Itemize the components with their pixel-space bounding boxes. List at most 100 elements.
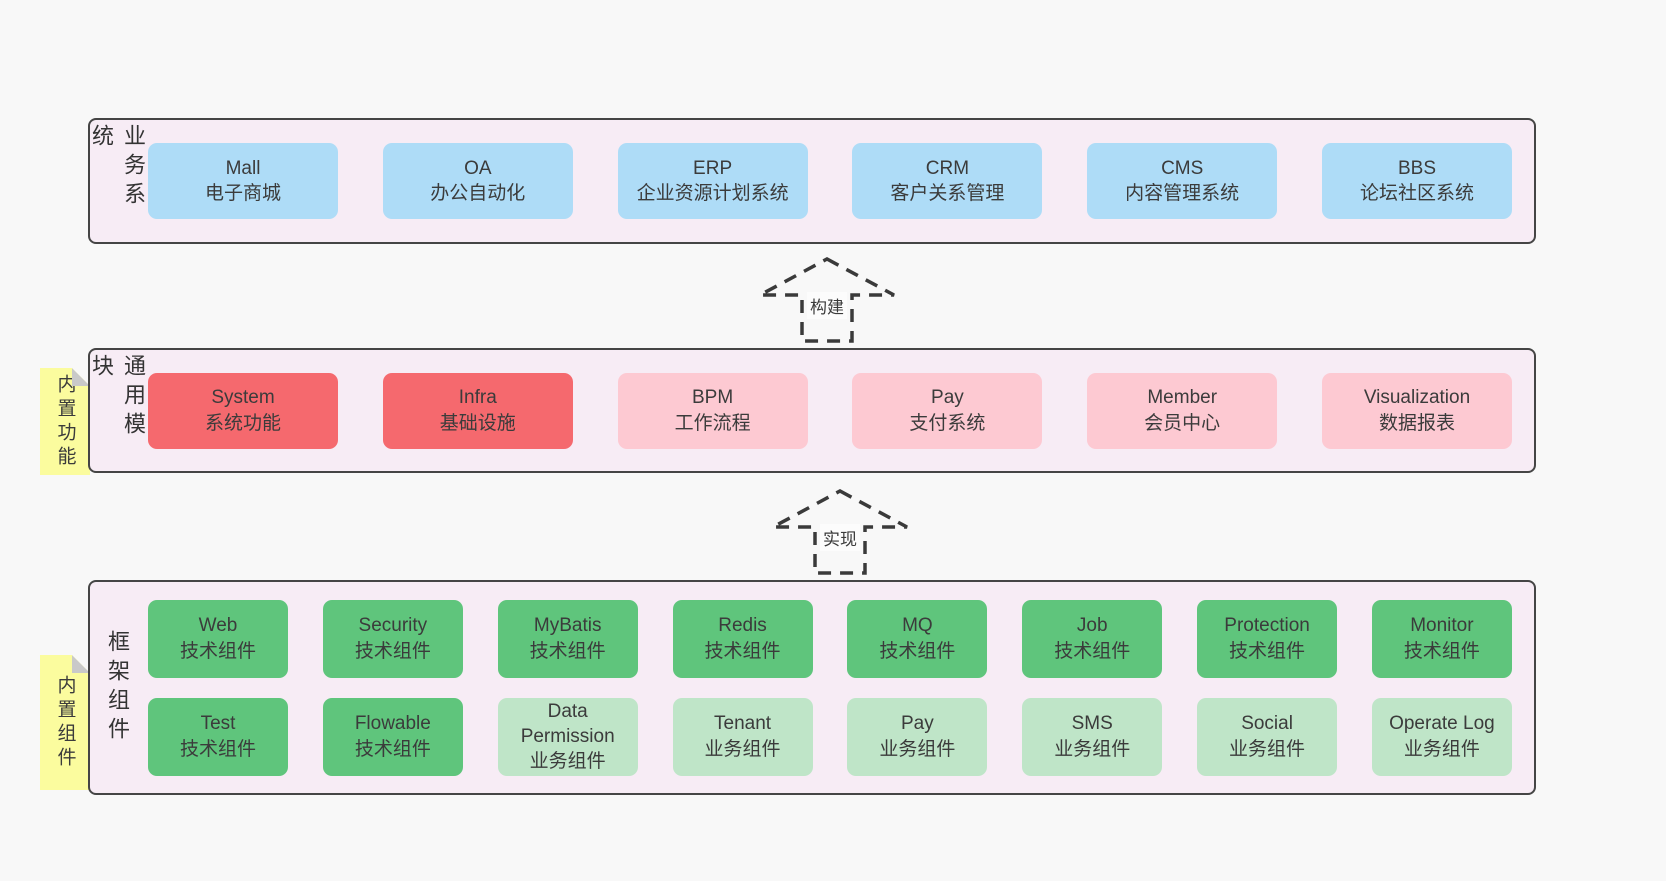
band-framework-components-rows: Web 技术组件 Security 技术组件 MyBatis 技术组件 Redi…: [144, 582, 1534, 793]
module-subtitle: 客户关系管理: [890, 183, 1005, 204]
component-box-mybatis: MyBatis 技术组件: [497, 599, 638, 678]
module-name: Visualization: [1363, 387, 1471, 409]
module-subtitle: 企业资源计划系统: [636, 183, 789, 204]
band-common-modules-boxes: System 系统功能 Infra 基础设施 BPM 工作流程 Pay 支付系统…: [144, 350, 1534, 471]
module-box-system: System 系统功能: [148, 372, 338, 449]
component-name: Data Permission: [520, 700, 615, 747]
module-name: CRM: [925, 157, 970, 179]
component-box-protection: Protection 技术组件: [1197, 599, 1338, 678]
module-name: Pay: [931, 387, 964, 409]
framework-row-1: Web 技术组件 Security 技术组件 MyBatis 技术组件 Redi…: [148, 599, 1512, 678]
component-name: Pay: [901, 713, 934, 735]
module-name: OA: [464, 157, 492, 179]
module-name: System: [211, 387, 275, 409]
module-box-visualization: Visualization 数据报表: [1321, 372, 1512, 449]
arrow-build: 构建: [757, 256, 897, 344]
component-box-sms: SMS 业务组件: [1022, 697, 1163, 776]
module-subtitle: 数据报表: [1378, 412, 1455, 434]
module-name: BBS: [1397, 157, 1436, 179]
sticky-note-built-in-features: 内置功能: [40, 368, 90, 475]
component-box-monitor: Monitor 技术组件: [1371, 599, 1512, 678]
component-name: Security: [358, 615, 428, 637]
module-subtitle: 论坛社区系统: [1359, 183, 1474, 204]
component-name: Operate Log: [1389, 713, 1495, 735]
band-common-modules: 通用模块 System 系统功能 Infra 基础设施 BPM 工作流程 Pay…: [88, 348, 1536, 473]
component-subtitle: 业务组件: [1054, 738, 1131, 760]
module-subtitle: 会员中心: [1144, 412, 1221, 434]
arrow-up-dashed-icon: [772, 489, 908, 575]
module-box-bpm: BPM 工作流程: [617, 372, 808, 449]
module-subtitle: 电子商城: [204, 183, 281, 204]
component-subtitle: 技术组件: [179, 738, 256, 760]
component-subtitle: 业务组件: [879, 738, 956, 760]
component-box-operate-log: Operate Log 业务组件: [1371, 697, 1512, 776]
component-subtitle: 技术组件: [1229, 640, 1306, 662]
band-framework-components: 框架组件 Web 技术组件 Security 技术组件 MyBatis 技术组件…: [88, 580, 1536, 795]
component-name: Test: [200, 713, 236, 735]
module-name: BPM: [692, 387, 734, 409]
module-box-infra: Infra 基础设施: [382, 372, 573, 449]
sticky-note-text: 内置功能: [54, 373, 76, 470]
component-name: Flowable: [354, 713, 431, 735]
module-box-oa: OA 办公自动化: [382, 143, 573, 219]
band-framework-components-label: 框架组件: [105, 629, 130, 746]
module-box-mall: Mall 电子商城: [148, 143, 338, 219]
component-name: Social: [1241, 713, 1293, 735]
component-box-redis: Redis 技术组件: [672, 599, 813, 678]
component-subtitle: 技术组件: [179, 640, 256, 662]
component-box-mq: MQ 技术组件: [847, 599, 988, 678]
band-business-systems-boxes: Mall 电子商城 OA 办公自动化 ERP 企业资源计划系统 CRM 客户关系…: [144, 120, 1534, 242]
component-box-social: Social 业务组件: [1197, 697, 1338, 776]
component-subtitle: 业务组件: [529, 751, 606, 773]
component-name: Tenant: [714, 713, 772, 735]
module-name: ERP: [693, 157, 733, 179]
module-subtitle: 支付系统: [909, 412, 986, 434]
band-business-systems-label: 业务系统: [89, 124, 146, 211]
sticky-note-built-in-components: 内置组件: [40, 655, 90, 790]
component-subtitle: 技术组件: [704, 640, 781, 662]
component-box-web: Web 技术组件: [148, 599, 288, 678]
component-name: Job: [1076, 615, 1108, 637]
component-subtitle: 技术组件: [354, 640, 431, 662]
component-box-test: Test 技术组件: [148, 697, 288, 776]
component-name: Protection: [1224, 615, 1310, 637]
module-name: Infra: [458, 387, 497, 409]
module-name: Member: [1147, 387, 1218, 409]
component-name: Monitor: [1410, 615, 1474, 637]
module-box-erp: ERP 企业资源计划系统: [617, 143, 808, 219]
component-subtitle: 业务组件: [1403, 738, 1480, 760]
arrow-build-label: 构建: [807, 292, 847, 319]
module-box-member: Member 会员中心: [1087, 372, 1278, 449]
component-subtitle: 技术组件: [354, 738, 431, 760]
component-subtitle: 技术组件: [1403, 640, 1480, 662]
band-common-modules-label: 通用模块: [89, 354, 146, 441]
component-box-tenant: Tenant 业务组件: [672, 697, 813, 776]
component-box-pay: Pay 业务组件: [847, 697, 988, 776]
component-box-data-permission: Data Permission 业务组件: [497, 697, 638, 776]
arrow-implement-label: 实现: [820, 524, 860, 551]
framework-row-2: Test 技术组件 Flowable 技术组件 Data Permission …: [148, 697, 1512, 776]
module-box-crm: CRM 客户关系管理: [852, 143, 1043, 219]
module-box-pay: Pay 支付系统: [852, 372, 1043, 449]
module-subtitle: 工作流程: [674, 412, 751, 434]
component-box-flowable: Flowable 技术组件: [322, 697, 463, 776]
module-box-cms: CMS 内容管理系统: [1087, 143, 1278, 219]
module-box-bbs: BBS 论坛社区系统: [1321, 143, 1512, 219]
component-name: SMS: [1071, 713, 1113, 735]
component-name: Redis: [718, 615, 767, 637]
module-subtitle: 系统功能: [204, 412, 281, 434]
arrow-implement: 实现: [770, 488, 910, 576]
component-subtitle: 技术组件: [529, 640, 606, 662]
band-business-systems: 业务系统 Mall 电子商城 OA 办公自动化 ERP 企业资源计划系统 CRM…: [88, 118, 1536, 244]
component-subtitle: 业务组件: [1229, 738, 1306, 760]
component-name: MyBatis: [533, 615, 602, 637]
component-box-security: Security 技术组件: [322, 599, 463, 678]
module-subtitle: 内容管理系统: [1125, 183, 1240, 204]
module-subtitle: 办公自动化: [430, 183, 526, 204]
module-name: Mall: [225, 157, 261, 179]
component-name: Web: [198, 615, 238, 637]
arrow-up-dashed-icon: [759, 257, 895, 343]
component-name: MQ: [902, 615, 933, 637]
module-subtitle: 基础设施: [439, 412, 516, 434]
